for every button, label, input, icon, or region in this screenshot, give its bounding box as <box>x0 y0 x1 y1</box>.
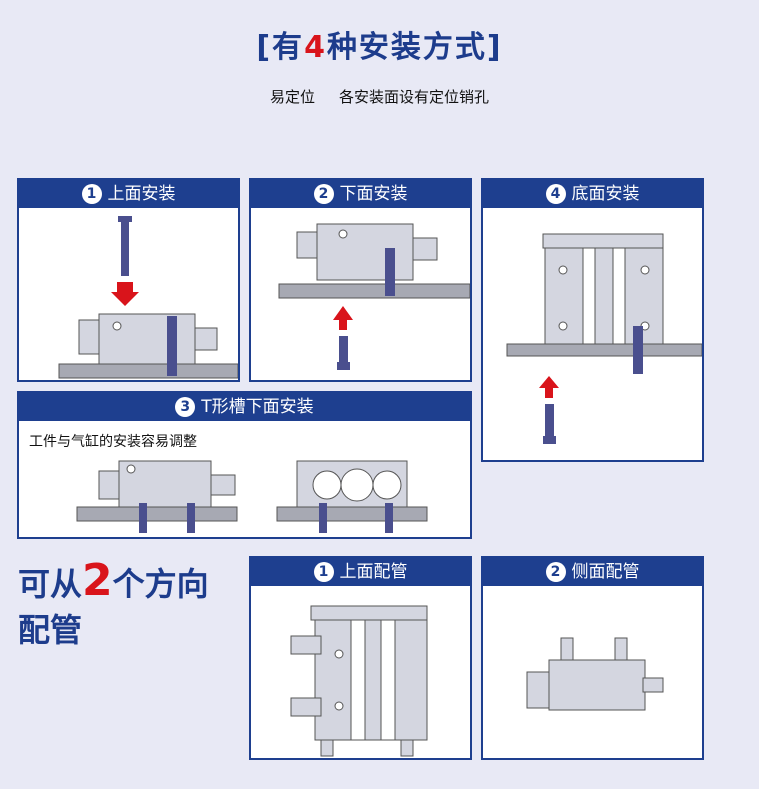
side-piping-diagram <box>526 637 664 711</box>
page-subtitle: 易定位各安装面设有定位销孔 <box>269 88 490 106</box>
piping-headline: 可从2个方向配管 <box>18 555 209 650</box>
base-mount-diagram <box>506 233 702 444</box>
top-piping-diagram <box>290 605 428 757</box>
bottom-mount-diagram <box>278 223 470 370</box>
page-title: [有4种安装方式] <box>256 30 503 65</box>
top-mount-diagram <box>58 216 238 379</box>
tslot-note: 工件与气缸的安装容易调整 <box>29 434 197 450</box>
tslot-mount-diagram <box>76 460 428 533</box>
